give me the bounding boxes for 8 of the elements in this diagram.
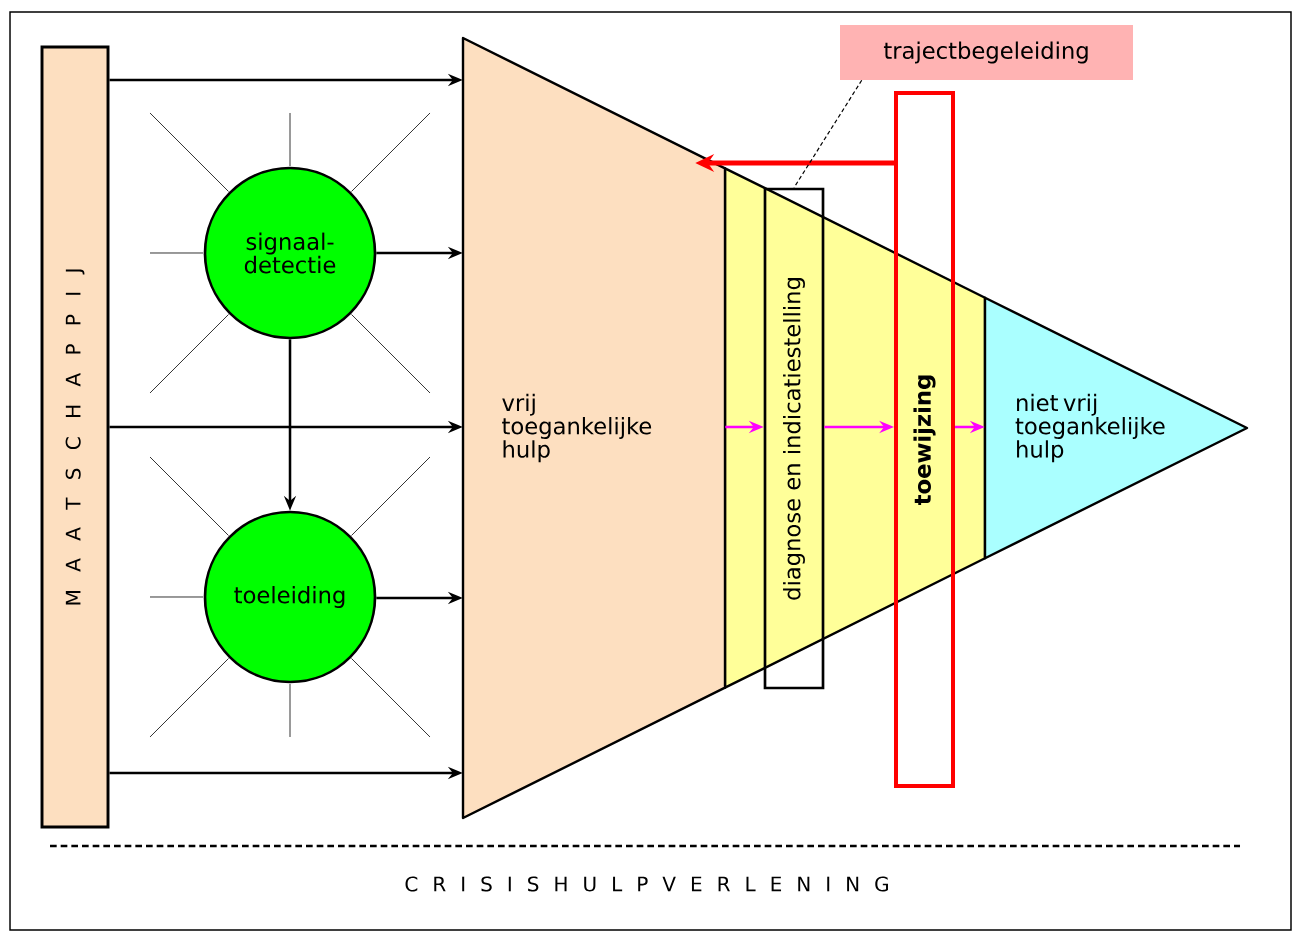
leader-line <box>793 79 863 189</box>
phase-box: diagnose en indicatiestelling <box>763 187 825 690</box>
side-bar: M A A T S C H A P P I J <box>40 45 110 829</box>
phase-box: toewijzing <box>894 91 955 788</box>
footer-label: C R I S I S H U L P V E R L E N I N G <box>405 876 888 892</box>
callout-box: trajectbegeleiding <box>840 25 1133 80</box>
funnel-section: vrij toegankelijke hulp <box>461 36 727 820</box>
funnel-tip: niet vrij toegankelijke hulp <box>983 296 1249 560</box>
